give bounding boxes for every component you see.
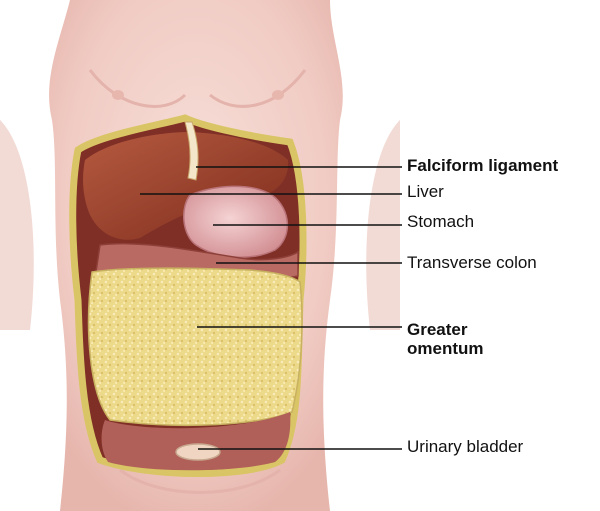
label-urinary-bladder: Urinary bladder	[407, 437, 523, 456]
label-stomach: Stomach	[407, 212, 474, 231]
label-transverse-colon: Transverse colon	[407, 253, 537, 272]
label-greater-omentum-line1: Greater	[407, 320, 484, 339]
greater-omentum	[89, 268, 302, 425]
stomach	[184, 186, 288, 257]
label-liver: Liver	[407, 182, 444, 201]
left-nipple	[112, 90, 124, 100]
right-nipple	[272, 90, 284, 100]
label-greater-omentum: Greater omentum	[407, 320, 484, 358]
urinary-bladder	[176, 444, 220, 460]
label-greater-omentum-line2: omentum	[407, 339, 484, 358]
label-falciform-ligament: Falciform ligament	[407, 156, 558, 175]
